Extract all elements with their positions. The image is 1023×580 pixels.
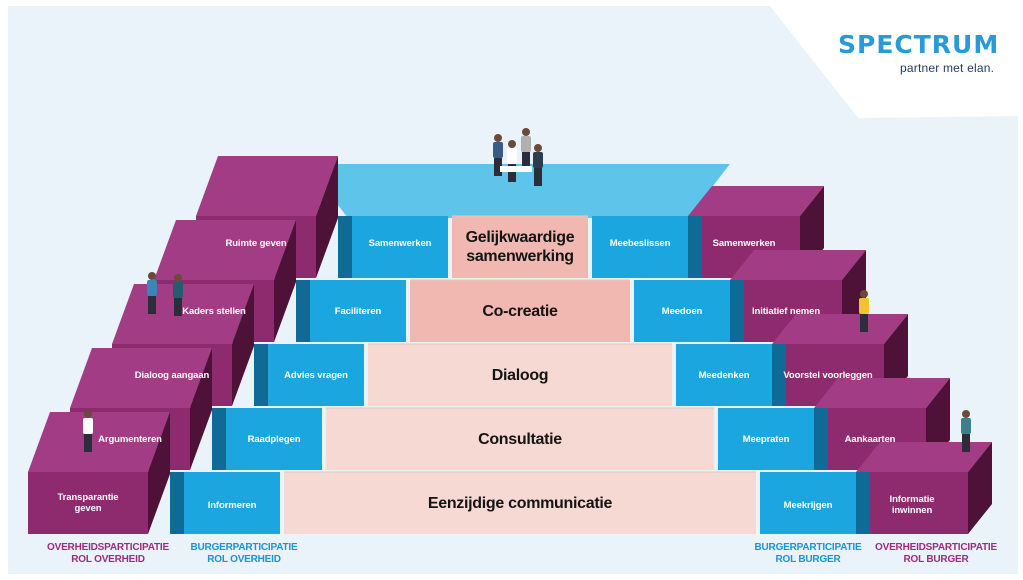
step-gelijkwaardige-samenwerking: Gelijkwaardige samenwerking [465,229,575,265]
blue-left-side [212,408,226,470]
footer-burgerparticipatie-rol-burger: BURGERPARTICIPATIE ROL BURGER [754,542,862,565]
footer-overheidsparticipatie-rol-overheid: OVERHEIDSPARTICIPATIE ROL OVERHEID [47,542,169,565]
purple-right-top [856,442,992,472]
blue-right-side [730,280,744,342]
label-meedenken: Meedenken [698,369,750,381]
label-dialoog-aangaan: Dialoog aangaan [134,369,210,381]
blue-left-side [170,472,184,534]
blue-right-block [760,472,856,534]
blue-right-block [676,344,772,406]
label-argumenteren: Argumenteren [98,433,162,445]
staircase-artwork [28,128,992,534]
purple-left-top [154,220,296,280]
blue-right-side [688,216,702,278]
label-samenwerken-right: Samenwerken [712,237,776,249]
person-figure [533,144,543,186]
blue-left-side [296,280,310,342]
center-step-block [368,344,672,406]
purple-left-side [274,220,296,342]
label-kaders-stellen: Kaders stellen [182,305,246,317]
purple-right-top [730,250,866,280]
logo-tagline: partner met elan. [900,61,995,75]
purple-left-top [28,412,170,472]
footer-overheidsparticipatie-rol-burger: OVERHEIDSPARTICIPATIE ROL BURGER [875,542,997,565]
blue-left-side [254,344,268,406]
label-meepraten: Meepraten [742,433,790,445]
purple-left-top [196,156,338,216]
purple-left-side [316,156,338,278]
blue-left-side [338,216,352,278]
label-raadplegen: Raadplegen [247,433,301,445]
label-ruimte-geven: Ruimte geven [225,237,287,249]
purple-left-side [232,284,254,406]
label-voorstel-voorleggen: Voorstel voorleggen [783,369,873,381]
label-aankaarten: Aankaarten [844,433,896,445]
blue-right-side [856,472,870,534]
label-informeren: Informeren [207,499,257,511]
center-step-block [284,472,756,534]
purple-right-top [814,378,950,408]
label-samenwerken-left: Samenwerken [368,237,432,249]
person-figure [521,128,531,170]
label-meebeslissen: Meebeslissen [609,237,671,249]
step-eenzijdige-communicatie: Eenzijdige communicatie [427,494,613,512]
background-corner-shape [770,6,1018,118]
person-figure [173,274,183,316]
label-faciliteren: Faciliteren [334,305,382,317]
blue-right-side [772,344,786,406]
person-figure [859,290,869,332]
blue-left-block [184,472,280,534]
blue-left-block [310,280,406,342]
blue-top-panel [306,164,730,218]
label-informatie-inwinnen: Informatie inwinnen [889,494,935,516]
person-figure [507,140,517,182]
label-advies-vragen: Advies vragen [284,369,348,381]
step-consultatie: Consultatie [478,430,562,448]
blue-right-block [634,280,730,342]
purple-right-top [772,314,908,344]
blue-right-block [592,216,688,278]
center-step-block [452,216,588,278]
person-figure [83,410,93,452]
blue-left-block [268,344,364,406]
purple-right-top [688,186,824,216]
purple-right-block [856,472,968,534]
meeting-table [500,166,532,172]
center-step-block [410,280,630,342]
label-meedoen: Meedoen [661,305,703,317]
purple-left-side [190,348,212,470]
purple-right-side [968,442,992,534]
purple-left-side [148,412,170,534]
participation-ladder-diagram: SPECTRUM partner met elan. Eenzijdige co… [8,6,1018,574]
logo-wordmark: SPECTRUM [838,30,1000,59]
purple-left-top [70,348,212,408]
purple-left-block [28,472,148,534]
blue-right-side [814,408,828,470]
person-figure [147,272,157,314]
blue-left-block [226,408,322,470]
step-co-creatie: Co-creatie [482,302,558,320]
center-step-block [326,408,714,470]
footer-burgerparticipatie-rol-overheid: BURGERPARTICIPATIE ROL OVERHEID [190,542,298,565]
label-meekrijgen: Meekrijgen [783,499,833,511]
label-initiatief-nemen: Initiatief nemen [751,305,821,317]
blue-left-block [352,216,448,278]
label-transparantie-geven: Transparantie geven [57,492,119,514]
purple-left-top [112,284,254,344]
blue-right-block [718,408,814,470]
person-figure [493,134,503,176]
step-dialoog: Dialoog [491,366,549,384]
person-figure [961,410,971,452]
